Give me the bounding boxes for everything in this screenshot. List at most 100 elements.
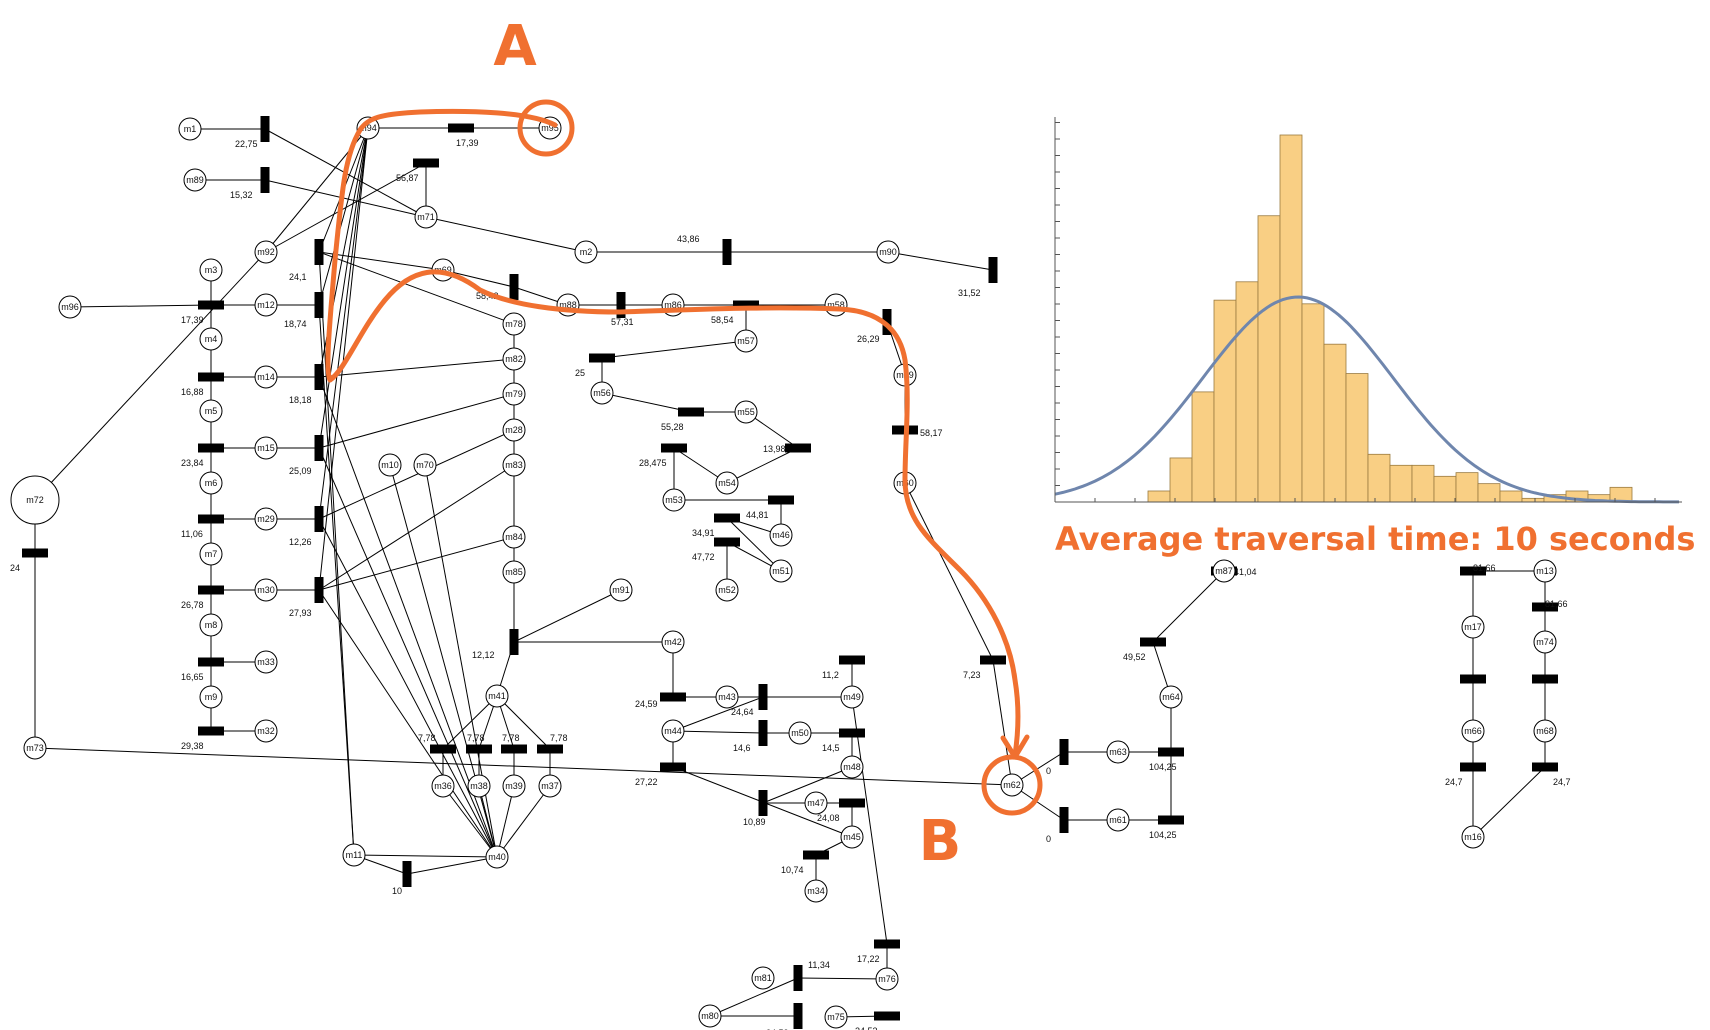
histogram-axes xyxy=(1054,117,1682,503)
place-node xyxy=(199,258,223,282)
transition-time-label: 17,39 xyxy=(181,315,204,325)
place-node xyxy=(1106,808,1130,832)
arc xyxy=(318,518,498,858)
place-label: m96 xyxy=(61,302,79,312)
place-label: m78 xyxy=(505,319,523,329)
transition-bar xyxy=(198,372,224,382)
place-node xyxy=(413,453,437,477)
arc xyxy=(34,747,1013,786)
arc xyxy=(389,464,498,858)
transition-time-label: 58,54 xyxy=(711,315,734,325)
transition-bar xyxy=(537,744,563,754)
place-label: m29 xyxy=(257,514,275,524)
arc xyxy=(264,179,427,218)
place-label: m33 xyxy=(257,657,275,667)
transition-bar xyxy=(678,407,704,417)
place-node xyxy=(1159,685,1183,709)
place-node xyxy=(431,774,455,798)
place-label: m32 xyxy=(257,726,275,736)
arc xyxy=(425,216,587,253)
place-node xyxy=(734,400,758,424)
arc xyxy=(851,696,888,945)
transition-bar xyxy=(714,537,740,547)
place-node xyxy=(199,685,223,709)
place-label: m41 xyxy=(488,691,506,701)
arc xyxy=(318,376,498,858)
place-node xyxy=(356,116,380,140)
place-node xyxy=(769,523,793,547)
arc xyxy=(992,659,1013,786)
transition-bar xyxy=(793,965,803,991)
transition-bar xyxy=(22,548,48,558)
arc xyxy=(442,785,498,858)
transition-bar xyxy=(660,692,686,702)
place-node xyxy=(502,560,526,584)
route-a-to-b xyxy=(325,108,1021,758)
transition-bar xyxy=(793,1003,803,1029)
place-label: m72 xyxy=(26,495,44,505)
transition-time-label: 10 xyxy=(392,886,402,896)
place-label: m13 xyxy=(1536,566,1554,576)
place-label: m2 xyxy=(580,247,593,257)
place-node xyxy=(804,879,828,903)
place-label: m73 xyxy=(26,743,44,753)
place-label: m84 xyxy=(505,532,523,542)
transition-bar xyxy=(980,655,1006,665)
place-label: m30 xyxy=(257,585,275,595)
transition-bar xyxy=(839,728,865,738)
arc xyxy=(318,127,369,591)
place-node xyxy=(485,845,509,869)
place-label: m17 xyxy=(1464,622,1482,632)
histogram-bar xyxy=(1257,215,1281,503)
transition-time-label: 16,88 xyxy=(181,387,204,397)
place-label: m58 xyxy=(827,300,845,310)
place-label: m14 xyxy=(257,372,275,382)
place-node xyxy=(734,329,758,353)
place-label: m69 xyxy=(434,265,452,275)
place-node xyxy=(1461,825,1485,849)
place-node xyxy=(502,347,526,371)
transition-bar xyxy=(1059,739,1069,765)
place-node xyxy=(342,843,366,867)
transition-time-label: 43,86 xyxy=(677,234,700,244)
place-node xyxy=(1533,630,1557,654)
arc xyxy=(601,340,747,359)
transition-time-label: 25 xyxy=(575,368,585,378)
histogram-bars xyxy=(1147,134,1633,503)
arc xyxy=(69,304,212,308)
transition-bar xyxy=(874,939,900,949)
transition-bar xyxy=(1532,602,1558,612)
place-node xyxy=(502,418,526,442)
place-label: m70 xyxy=(416,460,434,470)
arc xyxy=(726,447,799,484)
transition-bar xyxy=(839,798,865,808)
histogram-bar xyxy=(1301,303,1325,503)
arc xyxy=(318,127,369,520)
place-node xyxy=(254,578,278,602)
place-node xyxy=(58,295,82,319)
transition-time-label: 24,1 xyxy=(289,272,307,282)
transition-bar xyxy=(768,495,794,505)
place-label: m51 xyxy=(772,566,790,576)
place-label: m64 xyxy=(1162,692,1180,702)
transition-time-label: 16,65 xyxy=(181,672,204,682)
place-label: m83 xyxy=(505,460,523,470)
place-label: m39 xyxy=(505,781,523,791)
arc xyxy=(318,393,515,449)
transition-time-label: 17,39 xyxy=(456,138,479,148)
transition-time-label: 29,38 xyxy=(181,741,204,751)
arc xyxy=(887,251,994,271)
place-label: m79 xyxy=(505,389,523,399)
transition-time-label: 10,89 xyxy=(743,817,766,827)
transition-bar xyxy=(616,292,626,318)
place-label: m44 xyxy=(664,726,682,736)
transition-bar xyxy=(874,1011,900,1021)
transition-bar xyxy=(198,514,224,524)
transition-bar xyxy=(661,443,687,453)
transition-time-label: 34,91 xyxy=(692,528,715,538)
arc xyxy=(318,304,355,856)
place-node xyxy=(502,312,526,336)
place-node xyxy=(574,240,598,264)
label-a: A xyxy=(493,14,537,79)
transition-bar xyxy=(198,657,224,667)
